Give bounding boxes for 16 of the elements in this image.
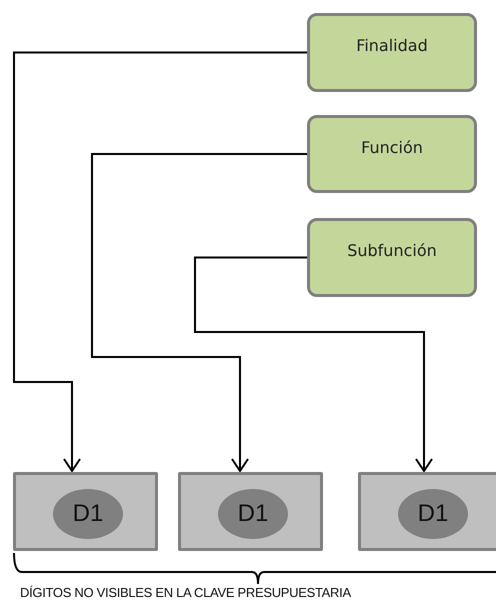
- digit-box: [178, 472, 323, 551]
- digit-label: D1: [418, 499, 448, 529]
- category-box: [307, 115, 477, 193]
- digit-box: [358, 472, 496, 551]
- category-label: Subfunción: [347, 240, 437, 262]
- category-label: Finalidad: [356, 35, 428, 57]
- connector-arrow: [13, 52, 307, 472]
- digit-box: [13, 472, 158, 551]
- digit-label: D1: [72, 499, 104, 529]
- category-box: [307, 218, 477, 297]
- connector-arrow: [194, 256, 433, 472]
- category-box: [307, 13, 477, 92]
- connector-arrow: [91, 153, 307, 472]
- digit-label: D1: [238, 499, 268, 529]
- category-label: Función: [361, 137, 423, 159]
- bracket-caption: DÍGITOS NO VISIBLES EN LA CLAVE PRESUPUESTARIA: [20, 584, 351, 602]
